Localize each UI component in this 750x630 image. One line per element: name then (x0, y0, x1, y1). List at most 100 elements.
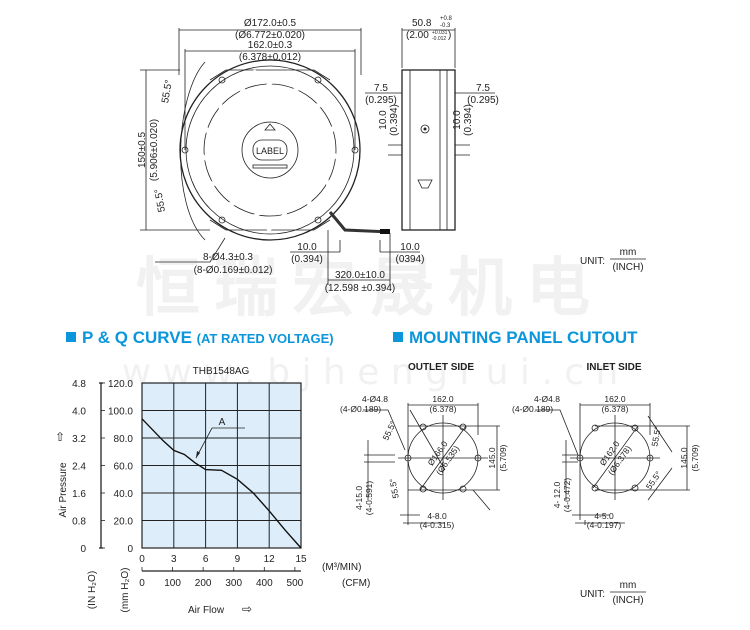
depth-inch-close: ) (448, 30, 451, 41)
y-tick-label: 60.0 (114, 462, 134, 473)
x2-tick-label: 100 (164, 578, 181, 589)
y-arrow-icon: ⇧ (55, 430, 65, 444)
annotation-leader (195, 427, 245, 459)
x-arrow-icon: ⇨ (242, 602, 252, 616)
cutout-inlet: INLET SIDE 4-Ø4.8 (4-Ø0.189) 162.0 (6.37… (512, 362, 700, 530)
depth-inch-tol-minus: -0.012 (432, 36, 446, 42)
strip-right-inch: (0394) (396, 254, 425, 265)
inlet-height-inch: (5.709) (690, 444, 700, 471)
inlet-notch-w: 4-5.0 (594, 511, 614, 521)
hole-pitch-dim: 162.0±0.3 (248, 40, 293, 51)
outer-dia-inch: (Ø6.772±0.020) (235, 30, 305, 41)
y-tick-label: 20.0 (114, 517, 134, 528)
unit-label: UNIT: (580, 589, 605, 600)
watermark-brand: 恒瑞宏晟机电 (136, 252, 604, 326)
y-tick-label: 80.0 (114, 434, 134, 445)
outlet-width-inch: (6.378) (430, 404, 457, 414)
inlet-width-inch: (6.378) (602, 404, 629, 414)
fan-front-view: LABEL (140, 28, 420, 285)
depth-tol-minus: -0.3 (440, 23, 451, 29)
holes-dim: 8-Ø4.3±0.3 (203, 252, 253, 263)
outlet-notch-w: 4-8.0 (427, 511, 447, 521)
right-offset-inch: (0.295) (467, 95, 499, 106)
pq-subtitle: (AT RATED VOLTAGE) (196, 331, 334, 346)
annotation-A: A (219, 417, 226, 428)
y2-tick-label: 3.2 (72, 434, 86, 445)
x2-tick-label: 400 (256, 578, 273, 589)
cutout-outlet: OUTLET SIDE 4-Ø4.8 (4-Ø0.189) 162.0 (6.3… (340, 362, 508, 530)
right-slot-inch: (0.394) (463, 104, 474, 136)
x2-tick-label: 300 (225, 578, 242, 589)
y-tick-label: 40.0 (114, 489, 134, 500)
y2-tick-label: 1.6 (72, 489, 86, 500)
y2-tick-label: 0.8 (72, 517, 86, 528)
x-tick-label: 0 (139, 554, 145, 565)
outlet-notch-h-inch: (4-0.591) (364, 481, 374, 516)
mount-title: MOUNTING PANEL CUTOUT (409, 328, 638, 347)
holes-inch: (8-Ø0.169±0.012) (194, 265, 273, 276)
y-axis-label: Air Pressure (58, 462, 69, 517)
left-slot-inch: (0.394) (389, 104, 400, 136)
height-inch: (5.906±0.020) (149, 119, 160, 181)
outlet-notch-w-inch: (4-0.315) (420, 520, 455, 530)
y2-tick-label: 4.8 (72, 379, 86, 390)
y-tick-label: 100.0 (108, 407, 133, 418)
x-tick-label: 6 (203, 554, 209, 565)
x2-unit: (CFM) (342, 578, 370, 589)
inlet-notch-w-inch: (4-0.197) (587, 520, 622, 530)
x-unit: (M³/MIN) (322, 562, 361, 573)
unit-legend-top: UNIT: mm (INCH) (580, 247, 646, 273)
unit-inch: (INCH) (612, 262, 643, 273)
brand-logo-icon (264, 123, 276, 131)
depth-dim: 50.8 (412, 18, 432, 29)
unit-legend-bottom: UNIT: mm (INCH) (580, 580, 646, 606)
inlet-holes-inch: (4-Ø0.189) (512, 404, 553, 414)
inlet-width: 162.0 (604, 394, 626, 404)
x-tick-label: 15 (295, 554, 307, 565)
inlet-holes: 4-Ø4.8 (534, 394, 560, 404)
left-slot-dim: 10.0 (378, 110, 389, 130)
right-slot-dim: 10.0 (452, 110, 463, 130)
y-tick-label: 0 (127, 544, 133, 555)
outlet-height: 145.0 (487, 447, 497, 469)
right-offset-dim: 7.5 (476, 83, 490, 94)
y2-tick-label: 0 (80, 544, 86, 555)
y2-tick-label: 2.4 (72, 462, 86, 473)
outlet-holes-inch: (4-Ø0.189) (340, 404, 381, 414)
mounting-heading: MOUNTING PANEL CUTOUT (393, 328, 638, 348)
outlet-holes: 4-Ø4.8 (362, 394, 388, 404)
x2-tick-label: 500 (287, 578, 304, 589)
pq-curve-heading: P & Q CURVE (AT RATED VOLTAGE) (66, 328, 334, 348)
left-offset-dim: 7.5 (374, 83, 388, 94)
x-axis-label: Air Flow (188, 605, 225, 616)
strip-left-inch: (0.394) (291, 254, 323, 265)
mount-holes (181, 76, 359, 224)
outlet-angle-bottom: 55.5° (387, 478, 400, 499)
x-tick-label: 12 (264, 554, 276, 565)
y-unit: (mm H₂O) (120, 568, 131, 613)
inlet-notch-h: 4- 12.0 (552, 481, 562, 508)
series-line-A (141, 418, 302, 549)
x-tick-label: 9 (235, 554, 241, 565)
x-tick-label: 3 (171, 554, 177, 565)
x2-tick-label: 200 (195, 578, 212, 589)
unit-mm: mm (620, 247, 637, 258)
pq-title: P & Q CURVE (82, 328, 192, 347)
unit-mm: mm (620, 580, 637, 591)
fan-label: LABEL (256, 146, 284, 156)
angle-bottom: 55.5° (153, 188, 168, 213)
lead-length-inch: (12.598 ±0.394) (325, 283, 396, 294)
inlet-height: 145.0 (679, 447, 689, 469)
inlet-notch-h-inch: (4-0.472) (562, 478, 572, 513)
left-offset-inch: (0.295) (365, 95, 397, 106)
inlet-angle-top: 55.5° (649, 426, 662, 447)
depth-inch: (2.00 (406, 30, 429, 41)
unit-inch: (INCH) (612, 595, 643, 606)
lead-length-dim: 320.0±10.0 (335, 270, 385, 281)
outlet-width: 162.0 (432, 394, 454, 404)
